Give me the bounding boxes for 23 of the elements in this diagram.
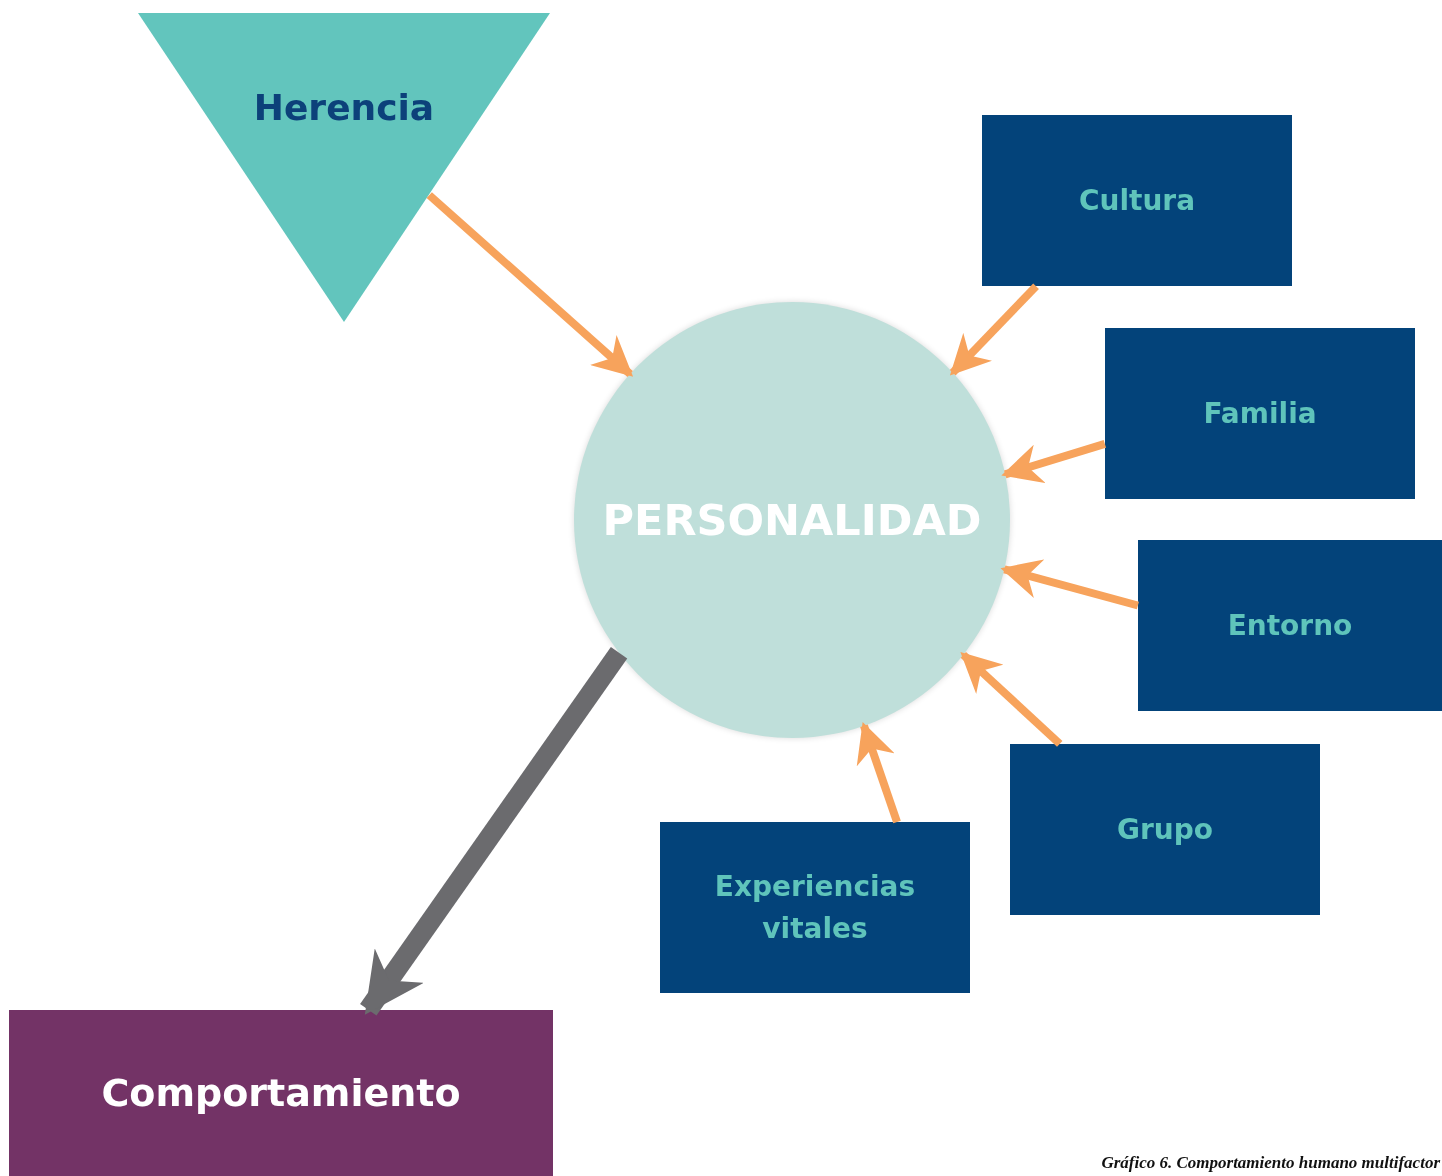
process-box — [1105, 328, 1415, 499]
node-label: Herencia — [253, 86, 435, 130]
arrow — [426, 192, 634, 377]
arrow — [960, 651, 1063, 747]
process-box — [9, 1010, 553, 1176]
node-label: Entorno — [1227, 607, 1353, 644]
caption: Gráfico 6. Comportamiento humano multifactor — [1101, 1153, 1440, 1173]
node-label: PERSONALIDAD — [602, 493, 982, 547]
node-label: Comportamiento — [101, 1069, 461, 1117]
arrow — [856, 722, 901, 824]
process-box — [660, 822, 970, 993]
triangle-shape — [138, 13, 550, 322]
node-label: Experiencias vitales — [713, 868, 917, 947]
node-label: Cultura — [1078, 182, 1196, 219]
node-label: Familia — [1203, 395, 1317, 432]
arrow — [360, 646, 628, 1016]
arrow — [949, 283, 1039, 376]
node-label: Grupo — [1117, 811, 1213, 848]
arrow — [1001, 440, 1106, 483]
process-box — [1010, 744, 1320, 915]
process-box — [982, 115, 1292, 286]
process-box — [1138, 540, 1442, 711]
arrow — [1000, 559, 1139, 610]
